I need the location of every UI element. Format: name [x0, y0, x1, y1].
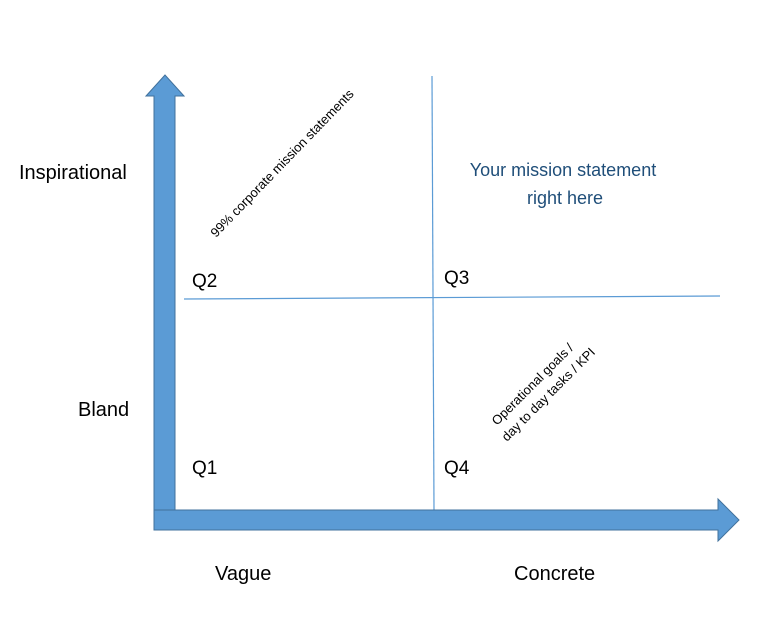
y-axis-arrow	[144, 74, 186, 511]
y-axis-top-label: Inspirational	[19, 162, 127, 184]
vertical-divider	[431, 75, 435, 511]
x-axis-left-label: Vague	[215, 563, 271, 585]
x-axis-right-label: Concrete	[514, 563, 595, 585]
x-axis-arrow	[153, 497, 740, 543]
quadrant-q3-label: Q3	[444, 268, 469, 289]
quadrant-q2-label: Q2	[192, 271, 217, 292]
q3-callout-line2: right here	[527, 188, 603, 208]
horizontal-divider	[183, 295, 721, 300]
quadrant-q4-label: Q4	[444, 458, 470, 479]
q2-note: 99% corporate mission statements	[207, 86, 357, 240]
q3-callout-line1: Your mission statement	[470, 160, 656, 180]
y-axis-bottom-label: Bland	[78, 399, 129, 421]
quadrant-q1-label: Q1	[192, 458, 217, 479]
